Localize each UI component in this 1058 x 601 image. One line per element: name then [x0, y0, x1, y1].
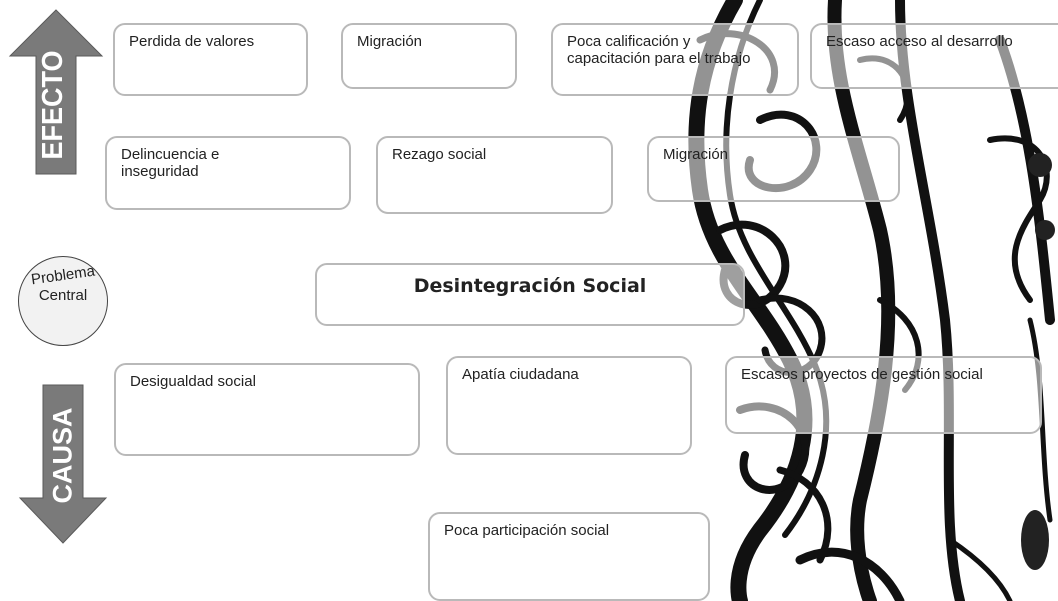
causa-box-escasos-proyectos: Escasos proyectos de gestión social [725, 356, 1042, 434]
efecto-box-delincuencia: Delincuencia e inseguridad [105, 136, 351, 210]
efecto-box-rezago-social: Rezago social [376, 136, 613, 214]
efecto-box-poca-calificacion: Poca calificación y capacitación para el… [551, 23, 799, 96]
causa-box-poca-participacion: Poca participación social [428, 512, 710, 601]
problema-central-circle [18, 256, 108, 346]
causa-box-apatia: Apatía ciudadana [446, 356, 692, 455]
efecto-arrow-up [8, 9, 104, 175]
causa-box-desigualdad: Desigualdad social [114, 363, 420, 456]
central-label: Central [38, 287, 88, 304]
efecto-box-perdida-valores: Perdida de valores [113, 23, 308, 96]
causa-arrow-down [18, 384, 108, 544]
central-problem-box: Desintegración Social [315, 263, 745, 326]
causa-label: CAUSA [47, 407, 78, 504]
efecto-box-migracion: Migración [341, 23, 517, 89]
efecto-box-escaso-acceso: Escaso acceso al desarrollo [810, 23, 1058, 89]
efecto-label: EFECTO [36, 50, 69, 160]
efecto-box-migracion-2: Migración [647, 136, 900, 202]
